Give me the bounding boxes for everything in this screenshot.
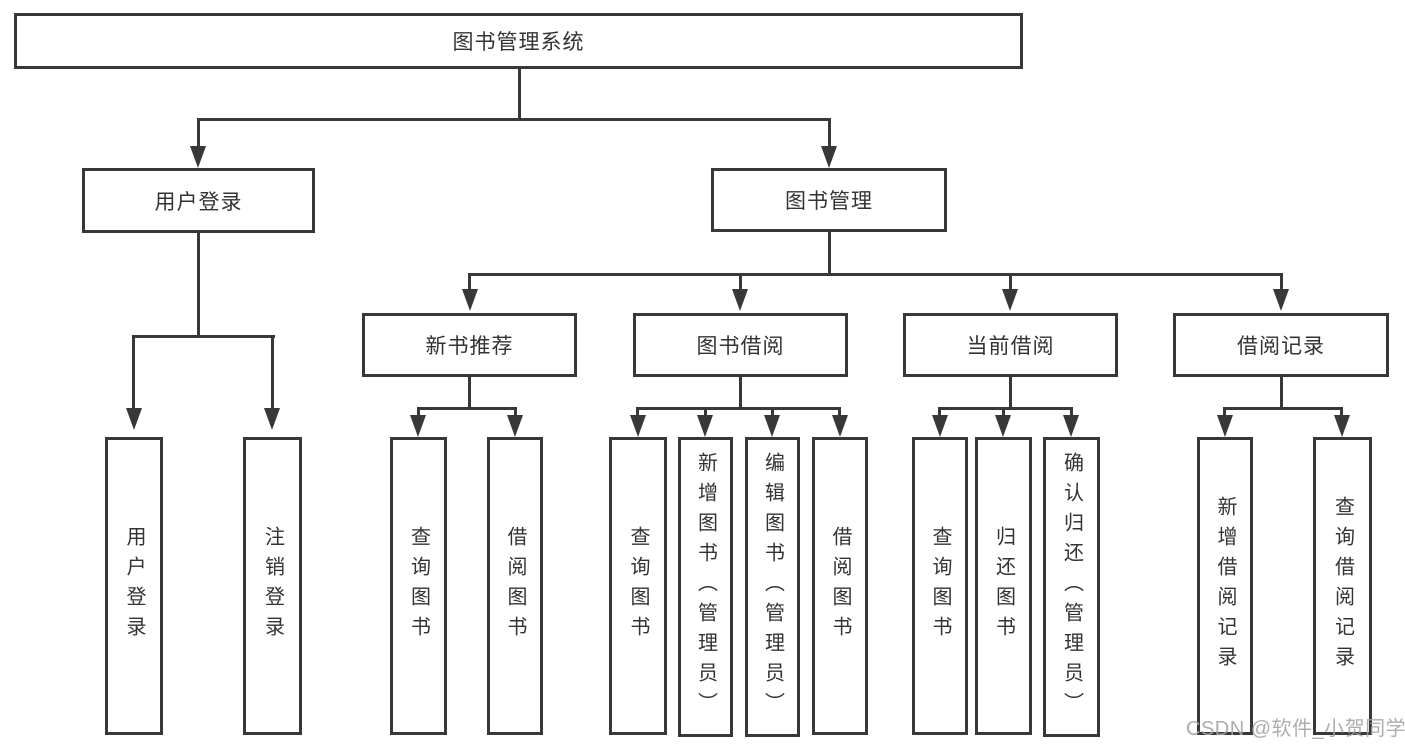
leaf-query-borrow-record-label: 查询借阅记录 [1331,496,1354,676]
leaf-query-borrow-record: 查询借阅记录 [1313,437,1372,735]
arrow-to-rec-borrow [507,415,523,437]
arrow-to-new-book-rec [462,289,478,311]
connector-login-leaf-shaft [132,335,135,410]
leaf-return-books: 归还图书 [975,437,1032,735]
connector-book-borrow-bar [636,407,841,410]
node-borrow-records-label: 借阅记录 [1237,335,1325,358]
node-current-borrow: 当前借阅 [903,313,1118,377]
node-root-system: 图书管理系统 [14,13,1023,69]
leaf-user-login-label: 用户登录 [123,526,145,646]
leaf-user-login: 用户登录 [105,437,163,735]
arrow-to-bor-borrow [832,415,848,437]
arrow-to-book-borrow [732,289,748,311]
node-new-book-recommend: 新书推荐 [362,313,577,377]
leaf-query-books-current-label: 查询图书 [929,526,951,646]
arrow-to-rec-query [410,415,426,437]
leaf-borrow-books: 借阅图书 [812,437,868,735]
leaf-borrow-books-recommend: 借阅图书 [487,437,543,735]
connector-new-book-rec-shaft [468,273,471,291]
arrow-to-borrow-records [1273,289,1289,311]
connector-book-mgmt-bar [468,273,1283,276]
connector-bor-query-shaft [636,407,639,419]
connector-user-login-shaft [197,118,200,150]
connector-book-mgmt-shaft [828,118,831,150]
leaf-borrow-books-recommend-label: 借阅图书 [504,526,526,646]
connector-book-borrow-shaft [739,273,742,291]
leaf-query-books-current: 查询图书 [912,437,968,735]
arrow-to-recd-query [1334,415,1350,437]
leaf-add-borrow-record-label: 新增借阅记录 [1214,496,1236,676]
node-book-management: 图书管理 [711,168,947,232]
leaf-query-books-recommend-label: 查询图书 [407,526,430,646]
connector-new-book-rec-bar [417,407,517,410]
leaf-confirm-return-admin: 确认归还（管理员） [1043,437,1100,737]
connector-bor-edit-shaft [771,407,774,419]
arrow-to-bor-add [697,415,713,437]
connector-logout-leaf-shaft [271,335,274,410]
node-root-system-label: 图书管理系统 [452,31,585,54]
leaf-add-books-admin-label: 新增图书（管理员） [694,452,717,722]
connector-book-borrow-stem [739,377,742,407]
connector-user-login-bar [133,335,275,338]
node-current-borrow-label: 当前借阅 [966,335,1055,358]
leaf-return-books-label: 归还图书 [992,526,1015,646]
node-user-login-label: 用户登录 [154,190,243,214]
leaf-query-books-borrow-label: 查询图书 [627,526,649,646]
connector-borrow-records-stem [1280,377,1283,407]
node-book-management-label: 图书管理 [785,190,873,213]
node-user-login: 用户登录 [82,168,315,233]
leaf-query-books-recommend: 查询图书 [390,437,447,735]
leaf-logout-login: 注销登录 [243,437,302,735]
leaf-edit-books-admin-label: 编辑图书（管理员） [761,452,784,722]
connector-current-borrow-bar [938,407,1073,410]
connector-rec-query-shaft [417,407,420,419]
connector-borrow-records-shaft [1280,273,1283,291]
connector-current-borrow-stem [1009,377,1012,407]
leaf-logout-login-label: 注销登录 [261,526,284,646]
connector-cur-return-shaft [1002,407,1005,419]
csdn-watermark: CSDN @软件_小贺同学 [1186,718,1405,740]
connector-recd-add-shaft [1223,407,1226,419]
connector-root-stem [518,67,521,120]
arrow-to-cur-query [932,415,948,437]
leaf-add-borrow-record: 新增借阅记录 [1197,437,1253,735]
arrow-to-user-login [190,146,206,168]
arrow-to-login-leaf [126,408,142,430]
connector-current-borrow-shaft [1009,273,1012,291]
arrow-to-bor-edit [764,415,780,437]
arrow-to-book-mgmt [821,146,837,168]
connector-root-bar [197,118,831,121]
leaf-edit-books-admin: 编辑图书（管理员） [745,437,800,737]
arrow-to-bor-query [630,415,646,437]
node-new-book-recommend-label: 新书推荐 [425,335,514,358]
arrow-to-cur-return [995,415,1011,437]
arrow-to-current-borrow [1002,289,1018,311]
leaf-add-books-admin: 新增图书（管理员） [678,437,733,737]
node-book-borrow: 图书借阅 [633,313,848,377]
connector-bor-borrow-shaft [838,407,841,419]
leaf-borrow-books-label: 借阅图书 [829,526,851,646]
connector-rec-borrow-shaft [514,407,517,419]
connector-cur-confirm-shaft [1070,407,1073,419]
connector-recd-query-shaft [1340,407,1343,419]
arrow-to-cur-confirm [1063,415,1079,437]
connector-cur-query-shaft [938,407,941,419]
connector-book-mgmt-stem [828,232,831,273]
connector-borrow-records-bar [1223,407,1342,410]
leaf-query-books-borrow: 查询图书 [609,437,667,735]
connector-user-login-stem [197,233,200,335]
connector-new-book-rec-stem [468,377,471,407]
leaf-confirm-return-admin-label: 确认归还（管理员） [1060,452,1083,722]
arrow-to-logout-leaf [264,408,280,430]
connector-bor-add-shaft [704,407,707,419]
node-book-borrow-label: 图书借阅 [696,335,785,358]
node-borrow-records: 借阅记录 [1173,313,1389,377]
arrow-to-recd-add [1217,415,1233,437]
